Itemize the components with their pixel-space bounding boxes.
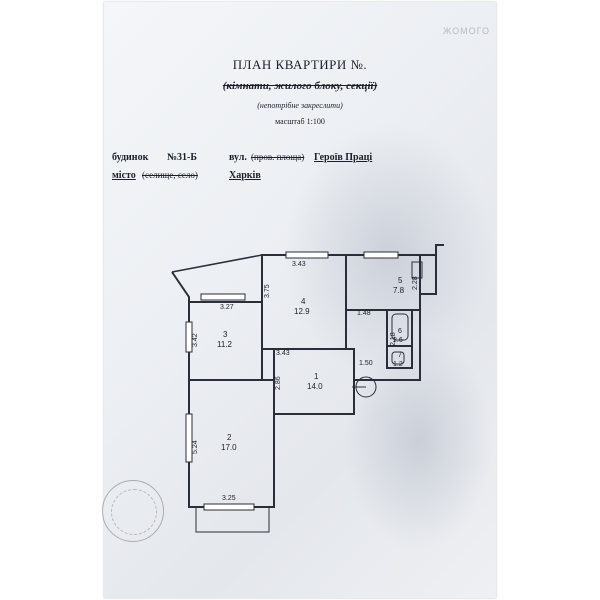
stamp-inner-ring [111, 489, 157, 535]
dimension-label: 3.75 [264, 284, 271, 298]
dimension-label: 2.86 [275, 376, 282, 390]
document-title: ПЛАН КВАРТИРИ №. [232, 57, 368, 72]
room-1-number: 1 [314, 372, 319, 381]
dimension-label: 3.25 [222, 495, 236, 502]
street-name: Героїв Праці [314, 152, 373, 163]
room-3-number: 3 [223, 330, 228, 339]
room-7-area: 1.2 [393, 361, 403, 368]
dimension-label: 5.24 [192, 440, 199, 454]
dimension-label: 3.27 [220, 304, 234, 311]
dimension-label: 2.18 [390, 332, 397, 346]
dimension-label: 1.48 [357, 310, 371, 317]
building-label: будинок [112, 152, 149, 163]
dimension-label: 2.28 [412, 276, 419, 290]
dimension-label: 1.50 [359, 360, 373, 367]
floor-plan-document: ЖОМОГО ПЛАН КВАРТИРИ №. (кімнати, жилого… [102, 2, 496, 598]
room-5-area: 7.8 [393, 286, 405, 295]
room-6-number: 6 [398, 328, 402, 335]
official-stamp [102, 480, 164, 542]
dimension-label: 3.43 [292, 261, 306, 268]
room-1-area: 14.0 [307, 382, 323, 391]
dimension-label: 3.42 [192, 333, 199, 347]
room-7-number: 7 [398, 352, 402, 359]
room-5-number: 5 [398, 276, 403, 285]
city-struck: (селище, село) [142, 170, 198, 180]
room-6-area: 2.6 [393, 337, 403, 344]
document-subtitle: (кімнати, жилого блоку, секції) [222, 80, 378, 92]
room-2-number: 2 [227, 433, 232, 442]
dimension-label: 3.43 [276, 350, 290, 357]
building-number: №31-Б [167, 152, 197, 163]
city-label: місто [112, 170, 136, 181]
faint-header-mark: ЖОМОГО [443, 26, 490, 36]
room-2-area: 17.0 [221, 443, 237, 452]
room-4-area: 12.9 [294, 307, 310, 316]
strike-note: (непотрібне закреслити) [257, 101, 343, 110]
scale-label: масштаб 1:100 [275, 117, 325, 126]
room-3-area: 11.2 [217, 340, 232, 349]
city-name: Харків [229, 170, 261, 181]
street-struck: (пров. площа) [251, 152, 305, 162]
street-label: вул. [229, 152, 247, 163]
floor-plan-drawing [171, 244, 444, 533]
room-4-number: 4 [301, 297, 306, 306]
